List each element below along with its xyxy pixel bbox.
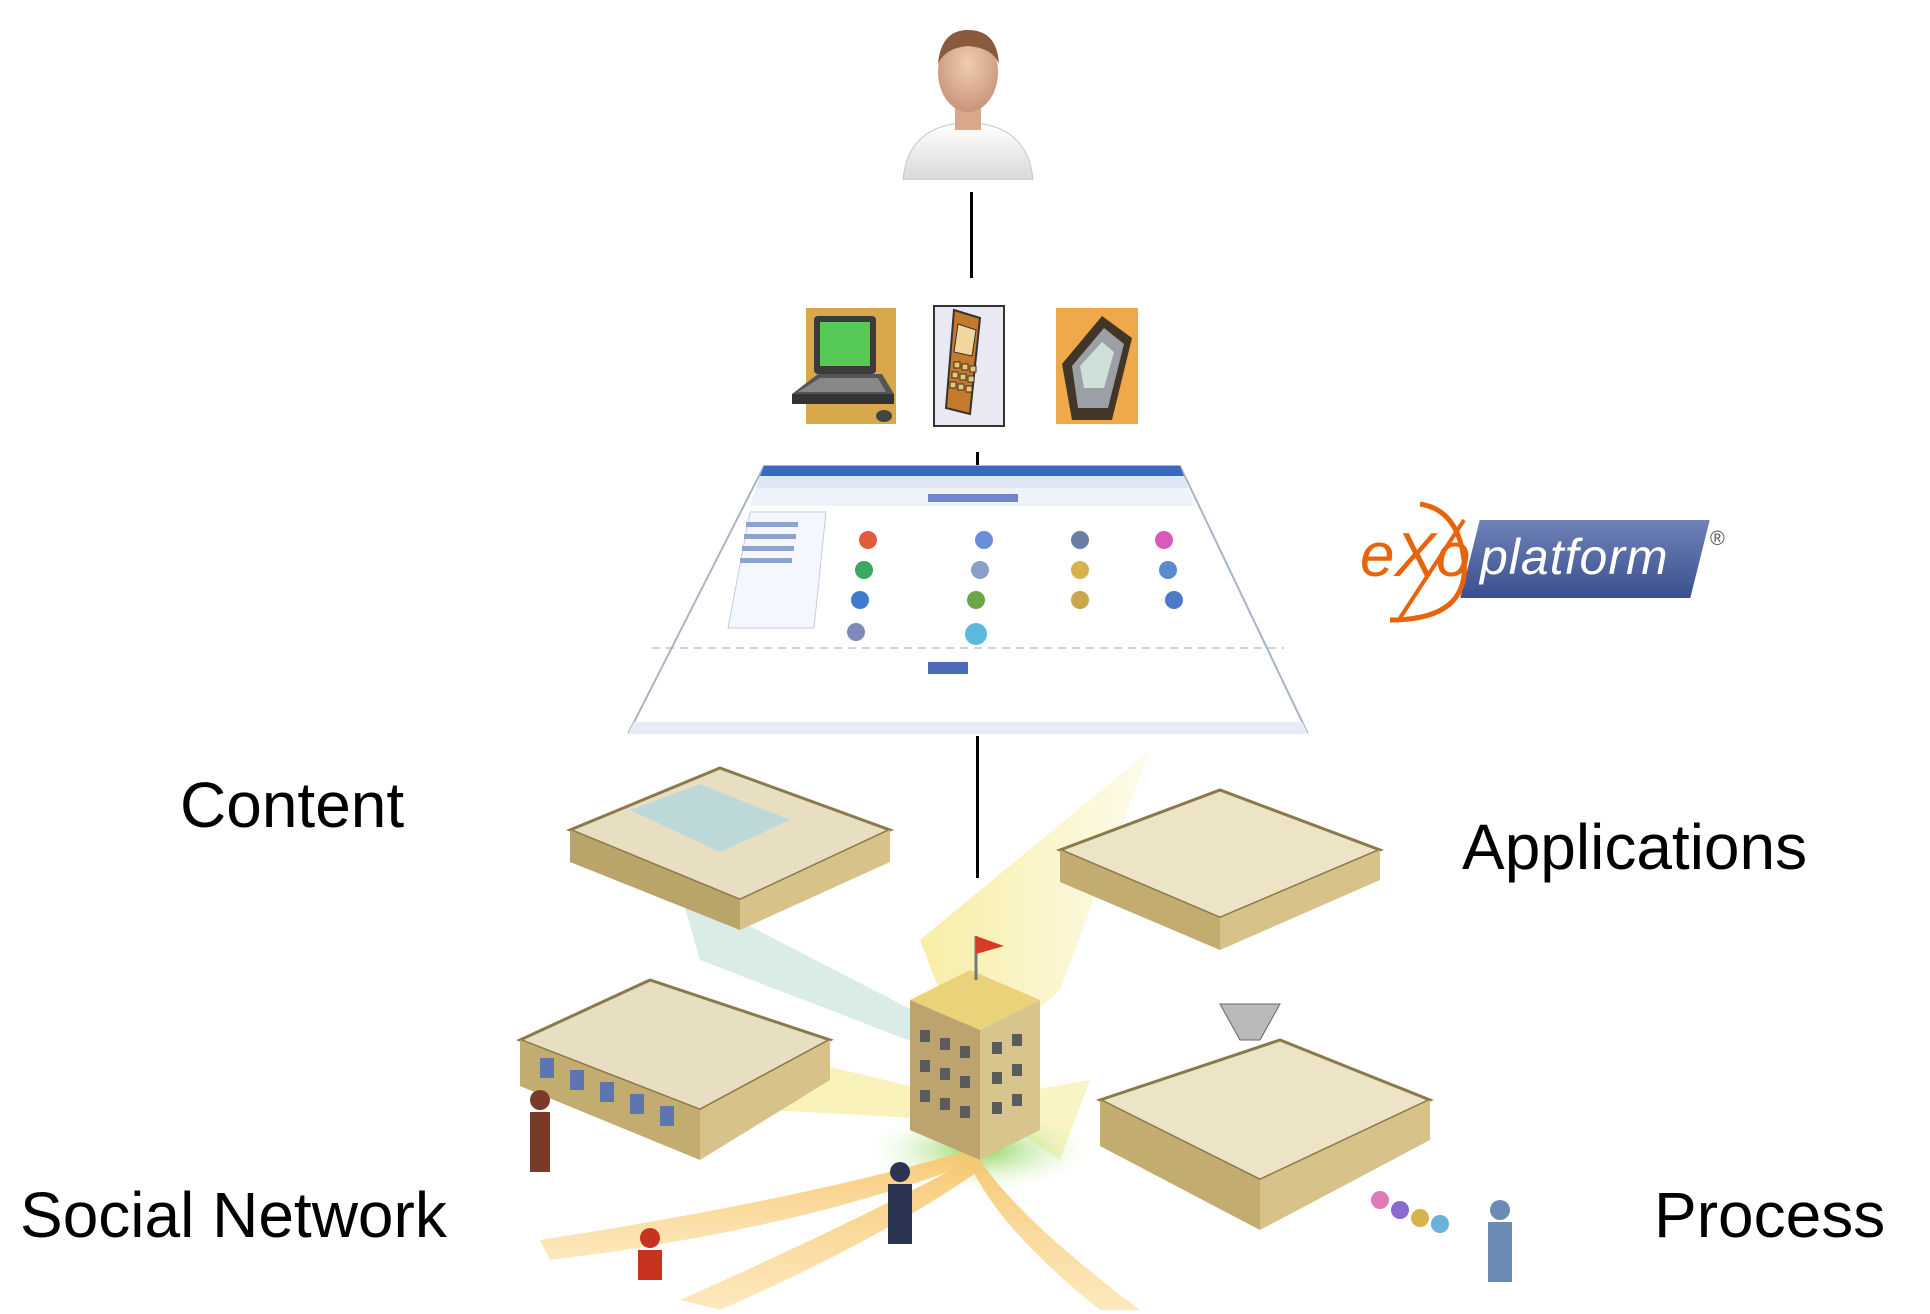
logo-platform: platform [1480,529,1669,585]
enterprise-building-illustration [500,740,1530,1310]
label-content: Content [180,769,405,841]
label-social-network: Social Network [20,1179,447,1251]
logo-swoosh-icon [1389,501,1467,623]
connector-user-devices [970,192,973,278]
user-avatar-icon [893,20,1043,180]
mobile-phone-icon [932,304,1006,428]
portal-screenshot [628,462,1308,734]
logo-exo: eXo [1360,521,1471,590]
pda-icon [1052,304,1142,428]
logo-registered: ® [1710,528,1725,550]
laptop-icon [788,304,898,428]
label-process: Process [1654,1179,1886,1251]
label-applications: Applications [1462,811,1808,883]
connector-portal-enterprise [976,736,979,878]
